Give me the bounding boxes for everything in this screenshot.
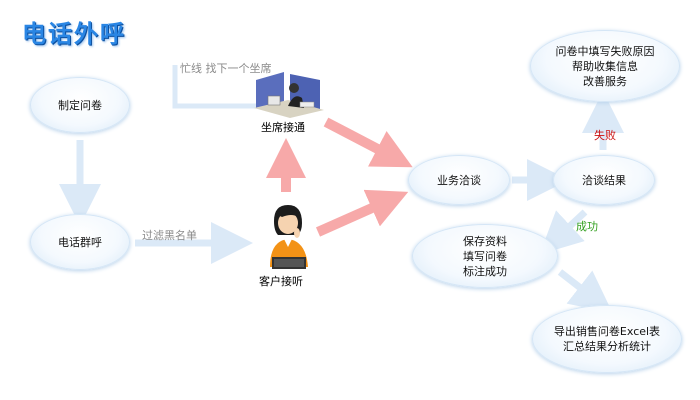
node-discuss: 业务洽谈	[408, 155, 510, 205]
success-label: 成功	[576, 220, 598, 233]
node-export: 导出销售问卷Excel表 汇总结果分析统计	[532, 305, 682, 373]
fail-line-3: 改善服务	[583, 74, 627, 88]
customer-on-phone-icon	[270, 205, 308, 269]
node-result: 洽谈结果	[553, 155, 655, 205]
arrow-customer-to-discuss	[315, 189, 409, 237]
arrow-busy-loop	[172, 65, 262, 109]
filter-label: 过滤黑名单	[142, 229, 197, 242]
node-fail-info: 问卷中填写失败原因 帮助收集信息 改善服务	[530, 30, 680, 102]
node-group-call: 电话群呼	[30, 214, 130, 270]
export-line-1: 导出销售问卷Excel表	[553, 325, 661, 338]
node-group-call-label: 电话群呼	[58, 235, 102, 249]
seat-label: 坐席接通	[261, 121, 305, 134]
page-title: 电话外呼	[22, 20, 126, 48]
customer-label: 客户接听	[259, 275, 303, 288]
arrow-result-to-success	[539, 209, 588, 255]
node-success-info: 保存资料 填写问卷 标注成功	[412, 224, 558, 288]
arrow-seat-to-discuss	[323, 117, 413, 168]
node-plan: 制定问卷	[30, 77, 130, 133]
busy-label: 忙线 找下一个坐席	[180, 62, 272, 75]
agent-desk-icon	[254, 72, 324, 118]
success-line-1: 保存资料	[463, 234, 507, 248]
success-line-2: 填写问卷	[463, 249, 507, 263]
export-line-2: 汇总结果分析统计	[563, 340, 651, 353]
arrow-success-to-export	[557, 269, 613, 313]
node-plan-label: 制定问卷	[58, 98, 102, 112]
node-result-label: 洽谈结果	[582, 173, 626, 187]
fail-line-1: 问卷中填写失败原因	[555, 44, 655, 58]
success-line-3: 标注成功	[463, 264, 507, 278]
fail-label: 失败	[594, 129, 616, 142]
node-discuss-label: 业务洽谈	[437, 173, 481, 187]
fail-line-2: 帮助收集信息	[572, 59, 638, 73]
